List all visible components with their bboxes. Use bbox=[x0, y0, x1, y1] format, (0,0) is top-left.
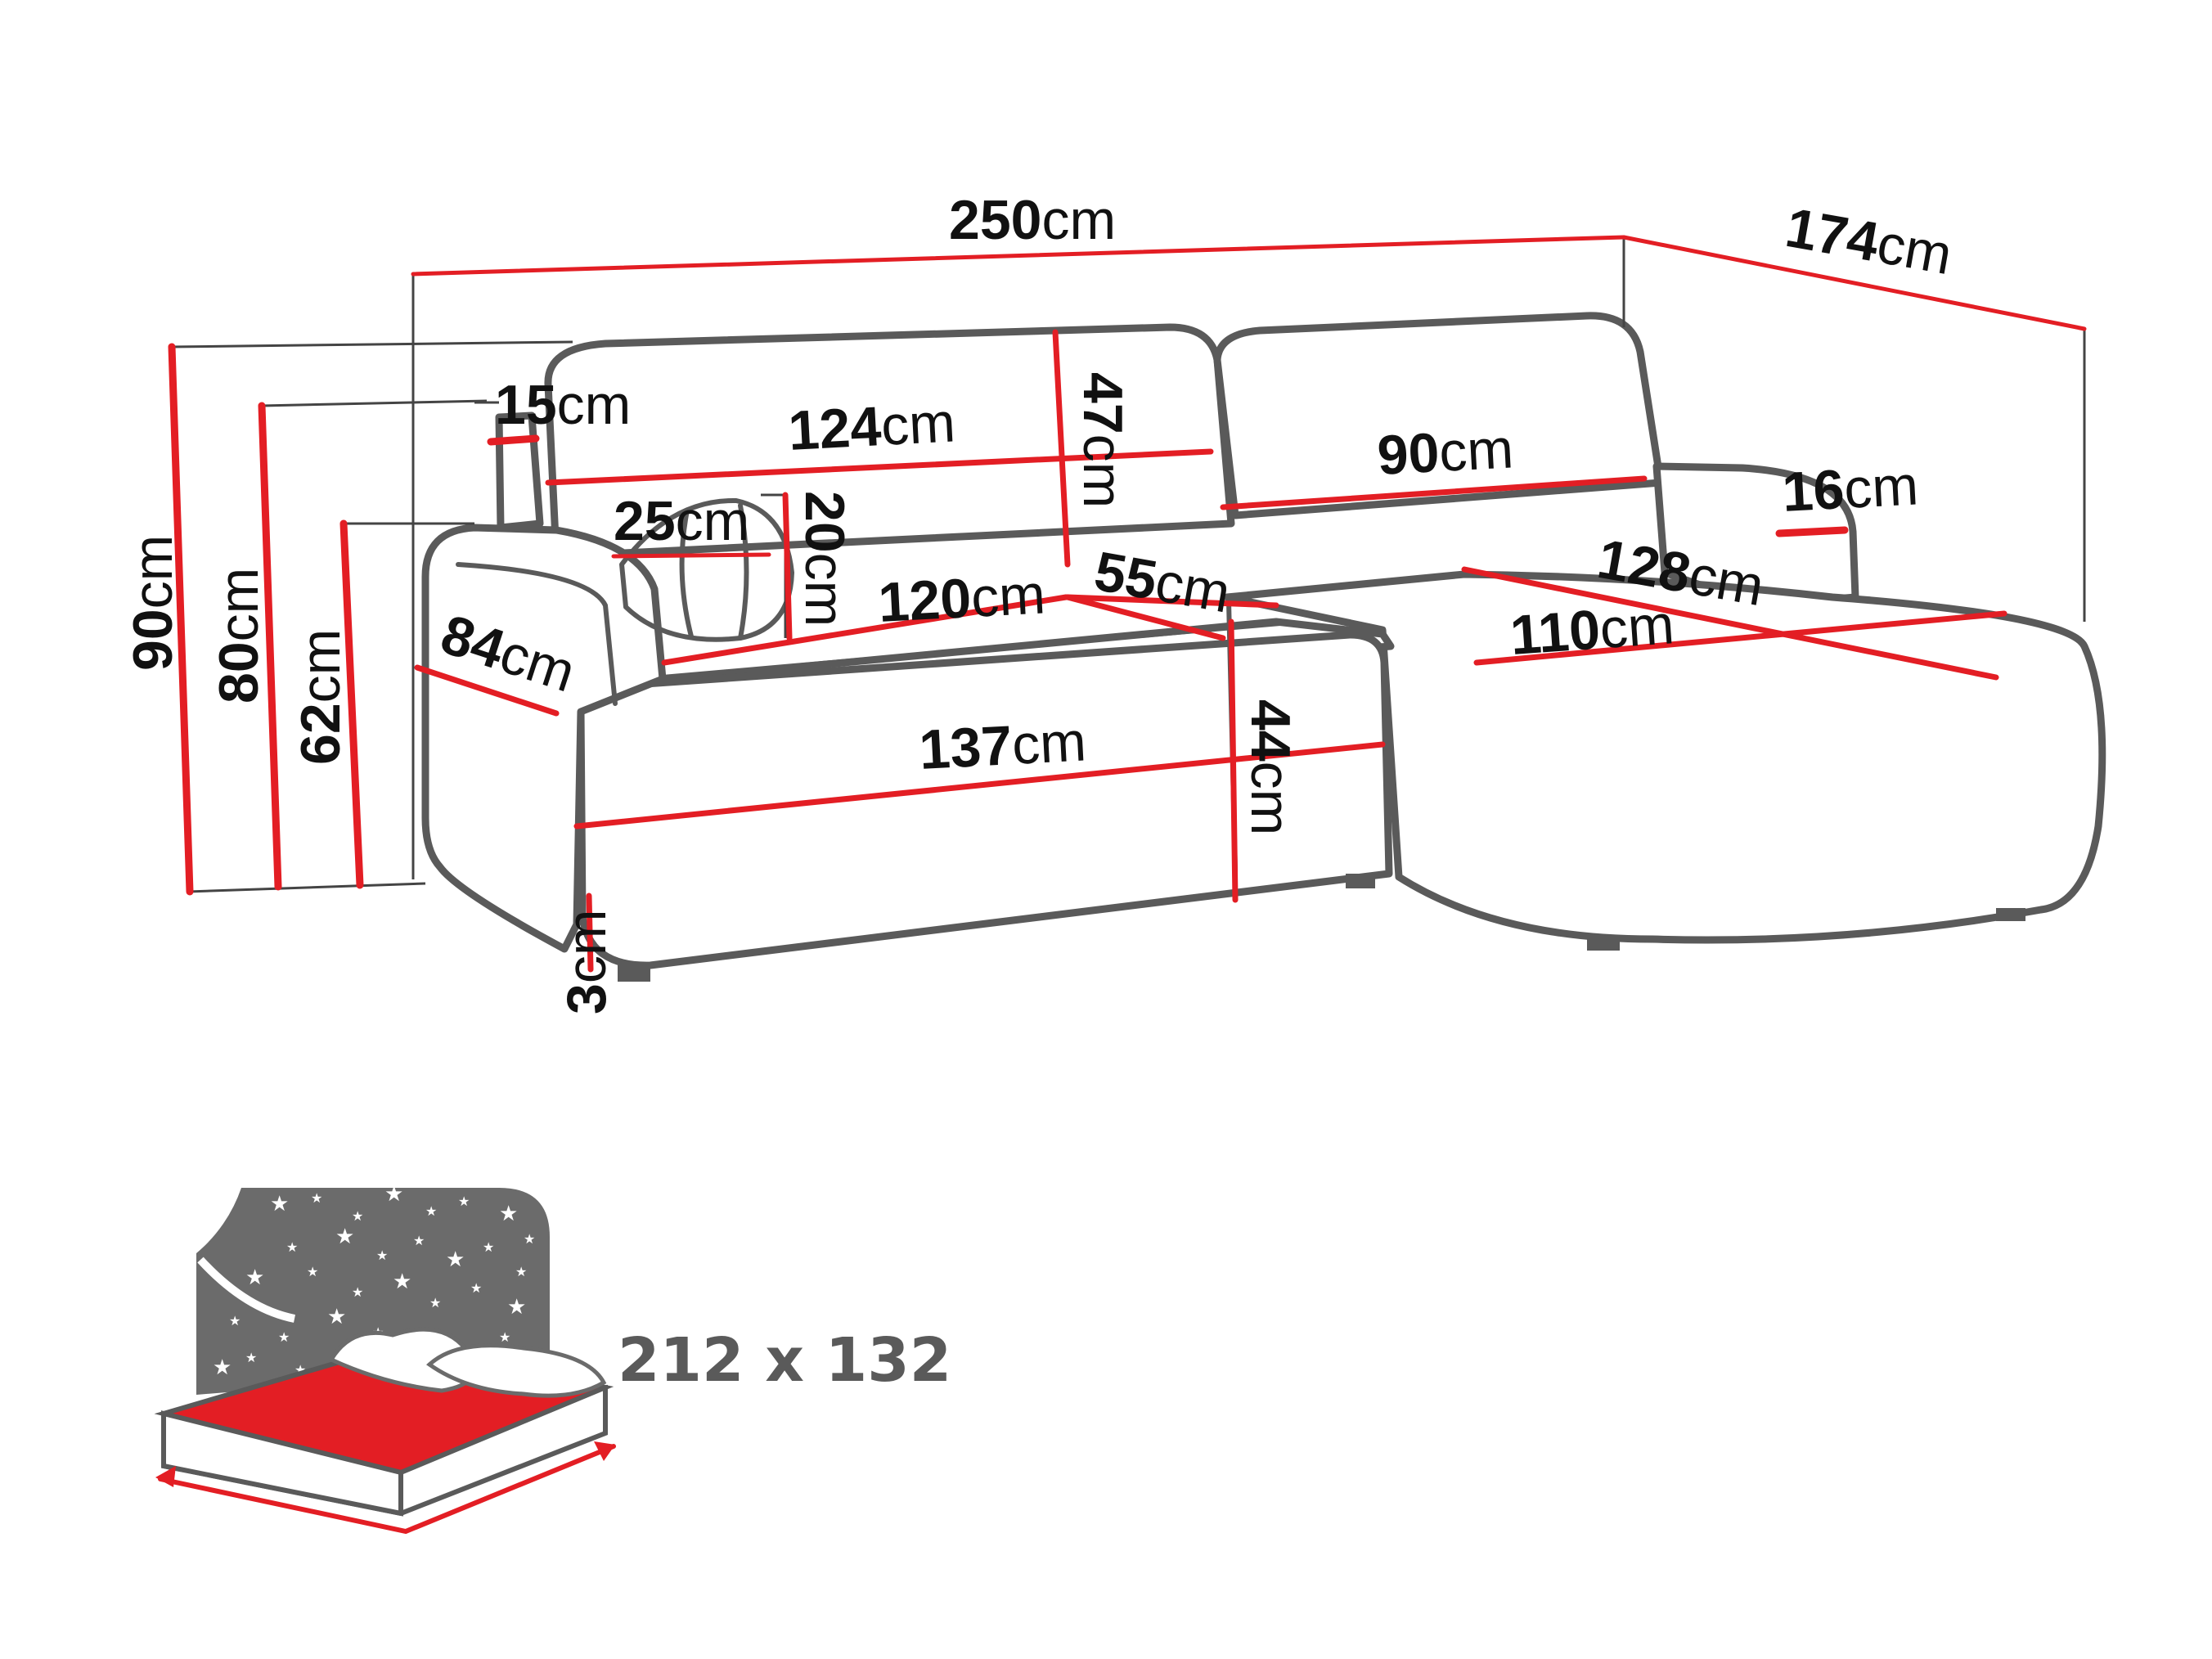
dim-line-chaise-length bbox=[1461, 566, 1999, 681]
leg-front-mid bbox=[1346, 874, 1375, 888]
label-seat-depth: 55cm bbox=[1090, 540, 1234, 625]
star-icon: ★ bbox=[499, 1329, 510, 1345]
star-icon: ★ bbox=[429, 1295, 441, 1311]
star-icon: ★ bbox=[229, 1313, 241, 1329]
dimension-labels: 250cm 174cm 90cm 80cm 62cm 15cm 124cm 47… bbox=[122, 189, 1957, 1014]
star-icon: ★ bbox=[458, 1194, 470, 1209]
star-icon: ★ bbox=[515, 1264, 527, 1279]
bed-icon: ★★★★★★★★★★★★★★★★★★★★★★★★★★★★★★ 212 x 132 bbox=[154, 1182, 951, 1535]
label-seat-width: 120cm bbox=[877, 563, 1047, 634]
label-front-width: 137cm bbox=[918, 710, 1088, 781]
star-icon: ★ bbox=[393, 1270, 411, 1294]
dim-line-leg-height bbox=[586, 892, 594, 973]
star-icon: ★ bbox=[286, 1239, 298, 1255]
label-total-width: 250cm bbox=[949, 189, 1116, 251]
label-seat-height: 44cm bbox=[1239, 699, 1302, 835]
sofa-outline bbox=[421, 312, 2106, 982]
chaise-arm bbox=[1652, 462, 1859, 609]
dim-line-seat-depth-diag bbox=[1064, 594, 1226, 641]
dim-line-total-width bbox=[411, 235, 1626, 276]
bed-arrow bbox=[158, 1444, 616, 1535]
label-armrest-height: 62cm bbox=[290, 629, 352, 765]
star-icon: ★ bbox=[446, 1248, 465, 1272]
leg-chaise-front bbox=[1587, 937, 1620, 951]
label-backrest-height: 80cm bbox=[208, 568, 270, 704]
label-depth-chaise: 174cm bbox=[1781, 196, 1956, 286]
dim-line-chaise-arm-width bbox=[1775, 526, 1849, 537]
label-chaise-length: 128cm bbox=[1593, 528, 1768, 618]
pillow-right bbox=[426, 1343, 607, 1398]
leg-chaise-back bbox=[1996, 908, 2025, 921]
chaise-body bbox=[1223, 570, 2106, 944]
label-chaise-arm-width: 16cm bbox=[1781, 454, 1920, 524]
label-chaise-width: 110cm bbox=[1508, 593, 1676, 667]
dim-line-chaise-width bbox=[1473, 610, 2007, 666]
dim-line-seat-height bbox=[1228, 618, 1239, 903]
left-armrest bbox=[421, 524, 667, 953]
star-icon: ★ bbox=[507, 1295, 526, 1320]
star-icon: ★ bbox=[384, 1182, 403, 1207]
star-icon: ★ bbox=[270, 1192, 289, 1216]
star-icon: ★ bbox=[245, 1350, 257, 1365]
label-chaise-back-width: 90cm bbox=[1376, 417, 1515, 487]
dimension-lines bbox=[168, 235, 2087, 973]
dim-line-pillow-diameter bbox=[611, 552, 771, 559]
star-icon: ★ bbox=[352, 1284, 363, 1300]
star-icon: ★ bbox=[311, 1190, 322, 1206]
dim-line-side-depth bbox=[414, 664, 560, 717]
armrest-fold bbox=[456, 562, 618, 706]
label-pillow-diameter: 25cm bbox=[614, 490, 749, 552]
dim-line-backrest-depth bbox=[1052, 329, 1071, 568]
backrest-chaise bbox=[1213, 312, 1665, 519]
star-icon: ★ bbox=[483, 1239, 494, 1255]
label-backrest-depth: 47cm bbox=[1072, 372, 1134, 508]
dim-line-seat-depth bbox=[1064, 594, 1279, 609]
star-icon: ★ bbox=[413, 1233, 425, 1248]
dim-line-armrest-width bbox=[487, 434, 540, 446]
dim-line-pillow-height bbox=[782, 492, 793, 641]
stars: ★★★★★★★★★★★★★★★★★★★★★★★★★★★★★★ bbox=[213, 1182, 535, 1380]
dim-line-backrest-width bbox=[545, 448, 1214, 486]
dim-line-depth-chaise bbox=[1621, 235, 2087, 331]
star-icon: ★ bbox=[245, 1266, 264, 1290]
leg-front-left bbox=[618, 965, 650, 982]
label-total-height: 90cm bbox=[122, 535, 184, 671]
label-pillow-height: 20cm bbox=[794, 491, 856, 627]
moon-edge bbox=[197, 1257, 296, 1323]
pillow bbox=[619, 497, 794, 642]
label-leg-height: 3cm bbox=[555, 910, 618, 1014]
label-armrest-width: 15cm bbox=[495, 374, 631, 436]
star-icon: ★ bbox=[425, 1203, 437, 1219]
mattress-front bbox=[161, 1410, 403, 1517]
bed-size-label: 212 x 132 bbox=[618, 1325, 951, 1396]
dim-line-backrest-height bbox=[258, 402, 282, 891]
label-backrest-width: 124cm bbox=[787, 391, 957, 462]
dim-line-seat-width bbox=[661, 594, 1069, 666]
star-icon: ★ bbox=[524, 1231, 535, 1247]
star-icon: ★ bbox=[376, 1248, 388, 1263]
star-icon: ★ bbox=[499, 1202, 518, 1226]
dim-line-armrest-height bbox=[339, 519, 364, 889]
dim-line-total-height bbox=[168, 343, 194, 896]
dim-line-chaise-back-width bbox=[1220, 475, 1648, 510]
star-icon: ★ bbox=[327, 1305, 346, 1329]
cushion-line bbox=[660, 621, 1283, 680]
star-icon: ★ bbox=[213, 1356, 232, 1380]
star-icon: ★ bbox=[307, 1264, 318, 1279]
star-icon: ★ bbox=[470, 1280, 482, 1296]
dim-line-front-width bbox=[573, 741, 1386, 830]
star-icon: ★ bbox=[352, 1208, 363, 1224]
star-icon: ★ bbox=[278, 1329, 290, 1345]
star-icon: ★ bbox=[335, 1225, 354, 1249]
